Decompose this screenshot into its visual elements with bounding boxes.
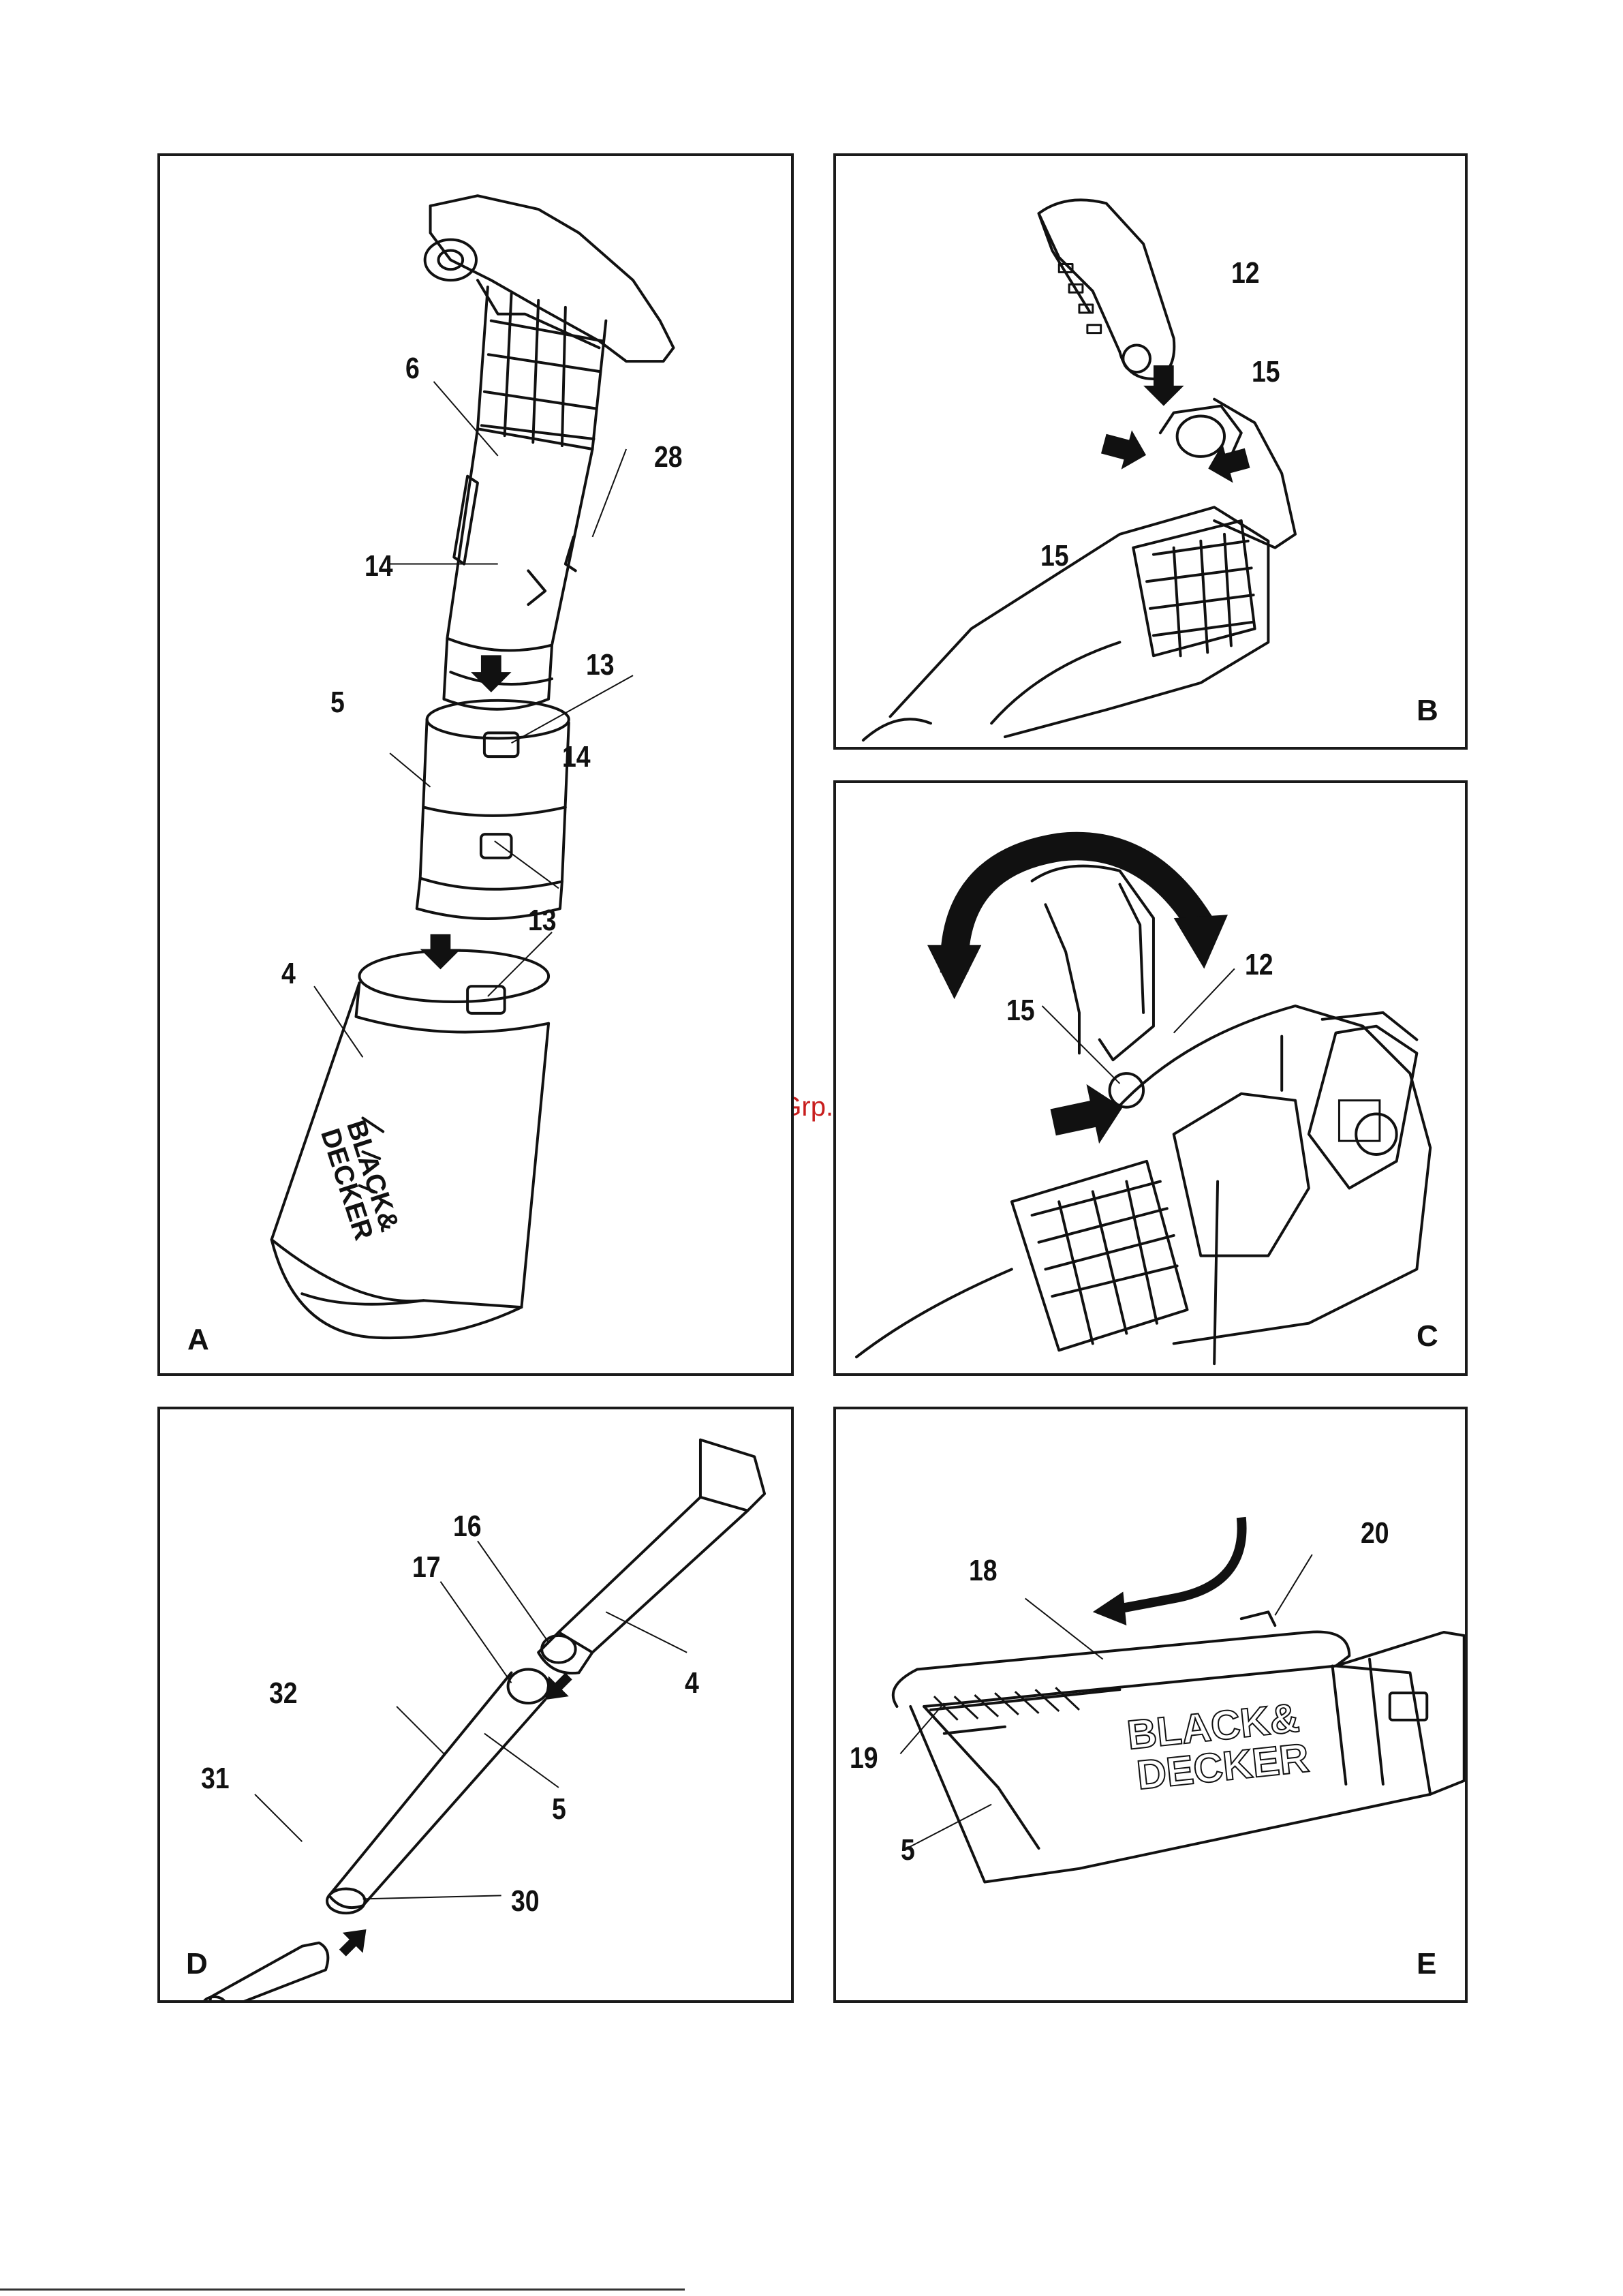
callout-4: 4	[281, 959, 296, 989]
panel-a-illustration	[160, 156, 791, 1373]
callout-15-lower: 15	[1040, 541, 1069, 571]
callout-5: 5	[330, 688, 345, 718]
callout-19: 19	[850, 1743, 878, 1773]
callout-5: 5	[901, 1835, 915, 1865]
callout-31: 31	[201, 1764, 230, 1794]
callout-5: 5	[552, 1794, 566, 1824]
panel-letter-c: C	[1417, 1321, 1438, 1351]
callout-30: 30	[511, 1886, 540, 1916]
callout-16: 16	[453, 1512, 482, 1542]
callout-13-top: 13	[586, 650, 615, 680]
callout-14-bottom: 14	[562, 742, 591, 772]
callout-12: 12	[1245, 950, 1273, 980]
panel-e-collection-tube: BLACK& DECKER 20 18 19 5 E	[833, 1407, 1468, 2003]
panel-letter-a: A	[187, 1325, 209, 1355]
callout-15: 15	[1006, 996, 1035, 1026]
panel-letter-e: E	[1417, 1949, 1436, 1979]
callout-20: 20	[1361, 1518, 1389, 1548]
callout-14-top: 14	[365, 551, 393, 581]
panel-letter-b: B	[1417, 696, 1438, 726]
callout-12: 12	[1231, 258, 1260, 288]
callout-18: 18	[969, 1556, 998, 1586]
panel-c-handle-rotation: 12 15 C	[833, 780, 1468, 1376]
callout-17: 17	[412, 1552, 441, 1582]
panel-d-illustration	[160, 1409, 791, 2000]
panel-b-illustration	[836, 156, 1465, 747]
footer-rule	[0, 2289, 685, 2291]
panel-e-illustration	[836, 1409, 1465, 2000]
callout-4: 4	[685, 1668, 699, 1698]
callout-32: 32	[269, 1679, 298, 1709]
panel-c-illustration	[836, 783, 1465, 1373]
panel-d-tube-assembly: 16 17 4 32 5 31 30 D	[157, 1407, 794, 2003]
callout-13-bottom: 13	[528, 906, 557, 936]
panel-a-assembly-diagram: BLACK& DECKER 6 28 14 13 5 14 13 4 A	[157, 153, 794, 1376]
panel-b-handle-fitting: 12 15 15 B	[833, 153, 1468, 750]
callout-6: 6	[405, 354, 420, 384]
callout-15-upper: 15	[1252, 357, 1280, 387]
brand-logo-e: BLACK& DECKER	[1125, 1697, 1310, 1797]
callout-28: 28	[654, 442, 683, 472]
panel-letter-d: D	[186, 1949, 208, 1979]
